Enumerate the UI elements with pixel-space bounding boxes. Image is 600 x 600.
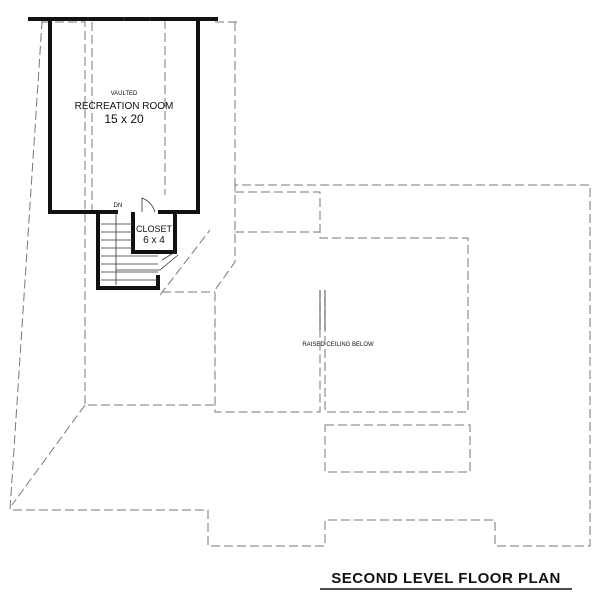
closet-dims: 6 x 4 <box>143 235 165 246</box>
vaulted-label: VAULTED <box>111 91 138 97</box>
raised-ceiling-label: RAISED CEILING BELOW <box>302 342 374 348</box>
stair-dn-label: DN <box>114 203 123 209</box>
raised-ceiling-divider <box>319 290 326 330</box>
closet-label: CLOSET <box>136 224 173 234</box>
recreation-room-dims: 15 x 20 <box>104 112 144 126</box>
recreation-room-label: RECREATION ROOM <box>75 101 174 112</box>
stair-and-closet <box>96 197 198 290</box>
plan-title: SECOND LEVEL FLOOR PLAN <box>331 570 561 587</box>
